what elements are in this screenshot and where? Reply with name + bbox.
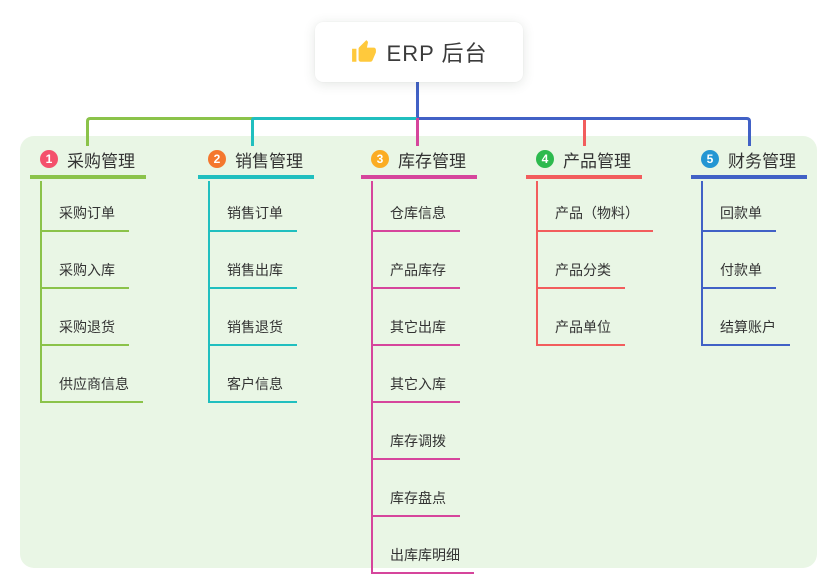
node-item[interactable]: 库存盘点 [373, 460, 460, 517]
node-label: 销售出库 [227, 262, 283, 278]
node-item[interactable]: 其它入库 [373, 346, 460, 403]
node-item[interactable]: 采购订单 [42, 181, 129, 232]
node-item[interactable]: 库存调拨 [373, 403, 460, 460]
node-item[interactable]: 采购退货 [42, 289, 129, 346]
node-label: 产品分类 [555, 262, 611, 278]
node-label: 供应商信息 [59, 376, 129, 392]
branch-number-badge: 2 [208, 150, 226, 168]
node-item[interactable]: 采购入库 [42, 232, 129, 289]
branch-children: 回款单 付款单 结算账户 [701, 181, 790, 346]
node-label: 产品单位 [555, 319, 611, 335]
node-label: 客户信息 [227, 376, 283, 392]
node-item[interactable]: 付款单 [703, 232, 776, 289]
node-item[interactable]: 产品单位 [538, 289, 625, 346]
node-item[interactable]: 产品库存 [373, 232, 460, 289]
node-item[interactable]: 销售退货 [210, 289, 297, 346]
node-label: 库存调拨 [390, 433, 446, 449]
node-label: 结算账户 [720, 319, 776, 335]
connector-branch-5 [417, 117, 751, 146]
node-item[interactable]: 产品分类 [538, 232, 625, 289]
branch-children: 仓库信息 产品库存 其它出库 其它入库 库存调拨 库存盘点 出库库明细 [371, 181, 474, 574]
branch-label: 产品管理 [563, 151, 631, 171]
node-item[interactable]: 仓库信息 [373, 181, 460, 232]
branches-panel [20, 136, 817, 568]
node-label: 库存盘点 [390, 490, 446, 506]
branch-title-product[interactable]: 4 产品管理 [526, 146, 642, 179]
node-item[interactable]: 销售订单 [210, 181, 297, 232]
node-label: 仓库信息 [390, 205, 446, 221]
node-label: 采购入库 [59, 262, 115, 278]
branch-title-purchase[interactable]: 1 采购管理 [30, 146, 146, 179]
node-item[interactable]: 结算账户 [703, 289, 790, 346]
branch-label: 采购管理 [67, 151, 135, 171]
branch-title-sales[interactable]: 2 销售管理 [198, 146, 314, 179]
branch-number-badge: 1 [40, 150, 58, 168]
connector-branch-3 [416, 118, 419, 146]
node-label: 销售退货 [227, 319, 283, 335]
node-label: 其它入库 [390, 376, 446, 392]
branch-children: 销售订单 销售出库 销售退货 客户信息 [208, 181, 297, 403]
node-label: 采购退货 [59, 319, 115, 335]
node-label: 出库库明细 [390, 547, 460, 563]
branch-label: 财务管理 [728, 151, 796, 171]
branch-number-badge: 3 [371, 150, 389, 168]
branch-number-badge: 5 [701, 150, 719, 168]
node-item[interactable]: 客户信息 [210, 346, 297, 403]
branch-title-inventory[interactable]: 3 库存管理 [361, 146, 477, 179]
branch-number-badge: 4 [536, 150, 554, 168]
node-label: 产品库存 [390, 262, 446, 278]
node-label: 采购订单 [59, 205, 115, 221]
node-label: 付款单 [720, 262, 762, 278]
branch-label: 库存管理 [398, 151, 466, 171]
root-label: ERP 后台 [386, 41, 488, 66]
branch-children: 采购订单 采购入库 采购退货 供应商信息 [40, 181, 143, 403]
node-label: 产品（物料） [555, 205, 639, 221]
node-label: 回款单 [720, 205, 762, 221]
node-item[interactable]: 回款单 [703, 181, 776, 232]
thumbs-up-icon [351, 40, 376, 62]
branch-label: 销售管理 [235, 151, 303, 171]
node-label: 其它出库 [390, 319, 446, 335]
node-item[interactable]: 其它出库 [373, 289, 460, 346]
node-item[interactable]: 供应商信息 [42, 346, 143, 403]
node-item[interactable]: 出库库明细 [373, 517, 474, 574]
root-node[interactable]: ERP 后台 [315, 22, 523, 82]
connector-root-drop [416, 82, 419, 118]
node-item[interactable]: 销售出库 [210, 232, 297, 289]
branch-children: 产品（物料） 产品分类 产品单位 [536, 181, 653, 346]
node-label: 销售订单 [227, 205, 283, 221]
connector-branch-2 [251, 117, 417, 146]
connector-branch-4 [583, 120, 586, 146]
node-item[interactable]: 产品（物料） [538, 181, 653, 232]
branch-title-finance[interactable]: 5 财务管理 [691, 146, 807, 179]
connector-branch-1 [86, 117, 253, 146]
